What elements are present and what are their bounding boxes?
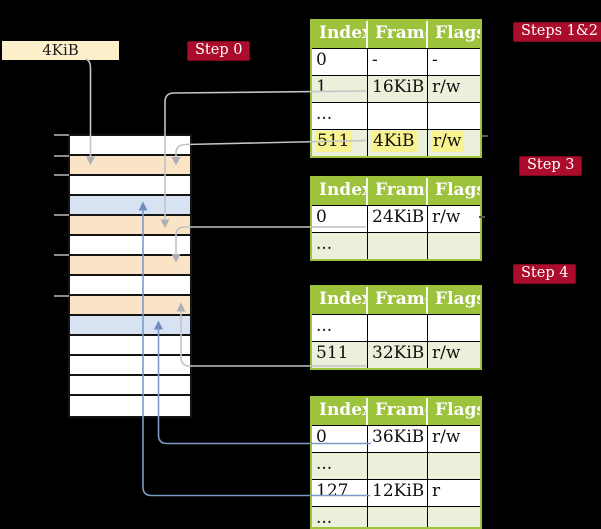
cell-frame: 32KiB (368, 342, 428, 368)
highlight: r/w (432, 131, 465, 152)
cell-flags: r/w (432, 207, 461, 227)
cell-index: 511 (312, 130, 368, 156)
table-row: ... (312, 232, 480, 259)
memory-row (70, 216, 190, 236)
cell-frame: - (368, 49, 428, 75)
column-header-flags: Flags (435, 400, 480, 420)
table-header-row: Index Frame Flags (312, 398, 480, 425)
ruler-tick (54, 174, 69, 176)
table-header-row: Index Frame Flags (312, 178, 480, 205)
steps-1-2-label: Steps 1&2 (513, 22, 601, 42)
cell-flags: r/w (432, 427, 461, 447)
memory-row (70, 156, 190, 176)
cell-frame: 24KiB (368, 206, 428, 232)
cell-flags (428, 315, 480, 341)
cell-flags (428, 507, 480, 527)
step-0-label: Step 0 (187, 41, 251, 61)
table-row: 0 24KiB r/w (312, 205, 480, 232)
cell-index: 0 (312, 206, 368, 232)
column-header-index: Index (312, 178, 368, 205)
table-row: 127 12KiB r (312, 479, 480, 506)
highlight: 4KiB (372, 131, 418, 152)
step-3-label: Step 3 (519, 156, 583, 176)
cell-flags: r/w (432, 77, 461, 97)
cell-index: 0 (312, 49, 368, 75)
column-header-flags: Flags (435, 180, 480, 200)
cell-index: ... (312, 315, 368, 341)
memory-row (70, 176, 190, 196)
highlight: 511 (316, 131, 353, 152)
cell-flags (428, 103, 480, 129)
memory-row (70, 256, 190, 276)
cell-index: 1 (312, 76, 368, 102)
table-header-row: Index Frame Flags (312, 287, 480, 314)
ruler-tick (54, 295, 69, 297)
column-header-frame: Frame (368, 398, 428, 425)
ruler-tick (54, 254, 69, 256)
memory-row (70, 136, 190, 156)
memory-row (70, 296, 190, 316)
cell-frame: 12KiB (368, 480, 428, 506)
cell-index: 511 (312, 342, 368, 368)
cell-index: ... (312, 507, 368, 527)
ruler-tick (54, 155, 69, 157)
memory-column (68, 134, 192, 418)
cell-frame: 36KiB (368, 426, 428, 452)
memory-row (70, 236, 190, 256)
column-header-frame: Frame (368, 178, 428, 205)
table-header-row: Index Frame Flags (312, 21, 480, 48)
page-table-step-3: Index Frame Flags 0 24KiB r/w ... (310, 176, 482, 261)
cell-flags: - (432, 50, 438, 70)
cell-flags: r (432, 481, 441, 501)
memory-row (70, 336, 190, 356)
cell-flags (428, 233, 480, 259)
page-table-steps-1-2: Index Frame Flags 0 - - 1 16KiB r/w ... … (310, 19, 482, 158)
table-row: 1 16KiB r/w (312, 75, 480, 102)
cell-flags: r/w (432, 343, 461, 363)
table-row: 0 36KiB r/w (312, 425, 480, 452)
ruler-tick (54, 214, 69, 216)
cell-index: ... (312, 233, 368, 259)
cell-frame (368, 507, 428, 527)
page-table-leaf: Index Frame Flags 0 36KiB r/w ... 127 12… (310, 396, 482, 529)
cell-frame (368, 103, 428, 129)
cell-frame (368, 315, 428, 341)
column-header-frame: Frame (368, 287, 428, 314)
cell-index: 0 (312, 426, 368, 452)
column-header-index: Index (312, 287, 368, 314)
column-header-flags: Flags (435, 23, 480, 43)
table-row-highlighted: 511 4KiB r/w (312, 129, 480, 156)
step-4-label: Step 4 (513, 264, 577, 284)
column-header-flags: Flags (435, 289, 480, 309)
memory-row (70, 356, 190, 376)
cell-frame (368, 233, 428, 259)
cell-flags (428, 453, 480, 479)
cell-index: ... (312, 103, 368, 129)
column-header-index: Index (312, 21, 368, 48)
cell-index: ... (312, 453, 368, 479)
cell-frame: 16KiB (368, 76, 428, 102)
table-row: ... (312, 102, 480, 129)
page-size-box: 4KiB (2, 41, 119, 60)
memory-row (70, 396, 190, 416)
page-table-step-4: Index Frame Flags ... 511 32KiB r/w (310, 285, 482, 370)
memory-row (70, 376, 190, 396)
ruler-tick (54, 134, 69, 136)
cell-flags: r/w (428, 130, 480, 156)
column-header-frame: Frame (368, 21, 428, 48)
memory-row (70, 196, 190, 216)
table-row: ... (312, 314, 480, 341)
table-row: ... (312, 506, 480, 527)
cell-frame (368, 453, 428, 479)
cell-index: 127 (312, 480, 368, 506)
memory-row (70, 276, 190, 296)
table-row: 511 32KiB r/w (312, 341, 480, 368)
table-row: ... (312, 452, 480, 479)
cell-frame: 4KiB (368, 130, 428, 156)
memory-row (70, 316, 190, 336)
column-header-index: Index (312, 398, 368, 425)
table-row: 0 - - (312, 48, 480, 75)
